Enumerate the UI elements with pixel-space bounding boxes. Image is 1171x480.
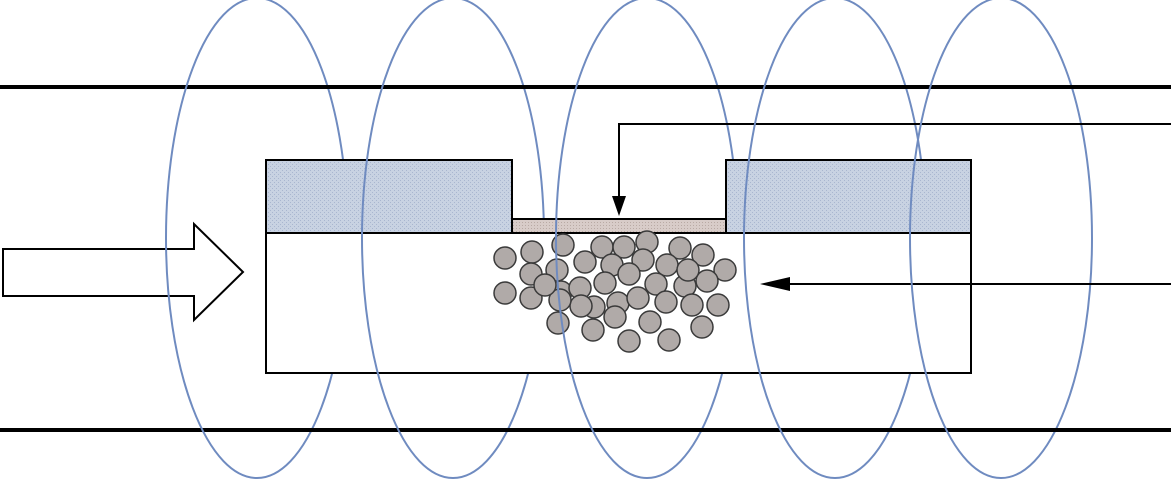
- particle-27: [626, 286, 650, 310]
- particle-24: [695, 269, 719, 293]
- pointer-membrane-arrowhead-icon: [612, 196, 626, 216]
- particle-7: [668, 236, 692, 260]
- coil-loop-back-5: [1000, 0, 1093, 479]
- particle-16: [493, 281, 517, 305]
- film-block-left: [265, 159, 513, 234]
- particle-20: [593, 271, 617, 295]
- flow-arrow-icon: [2, 221, 245, 323]
- coil-loop-front-5: [909, 0, 1002, 479]
- particle-1: [493, 246, 517, 270]
- particle-31: [546, 311, 570, 335]
- coil-loop-front-1: [165, 0, 258, 479]
- pointer-particles: [760, 277, 1171, 291]
- particle-15: [713, 258, 737, 282]
- particle-14: [655, 253, 679, 277]
- coil-loop-front-2: [361, 0, 454, 479]
- coil-loop-front-3: [555, 0, 648, 479]
- particle-41: [676, 258, 700, 282]
- particle-32: [581, 318, 605, 342]
- particle-30: [706, 293, 730, 317]
- particle-8: [691, 243, 715, 267]
- particle-40: [533, 273, 557, 297]
- particle-3: [551, 233, 575, 257]
- coil-front-arcs: [165, 0, 1002, 479]
- particle-2: [520, 240, 544, 264]
- pointer-membrane: [612, 123, 1171, 216]
- particle-37: [617, 329, 641, 353]
- particle-35: [657, 328, 681, 352]
- particle-29: [680, 293, 704, 317]
- particle-33: [603, 305, 627, 329]
- particle-34: [638, 310, 662, 334]
- film-block-right: [725, 159, 972, 234]
- coil-loop-front-4: [743, 0, 836, 479]
- particle-5: [612, 235, 636, 259]
- particle-22: [644, 272, 668, 296]
- pointer-membrane-line: [618, 123, 1171, 198]
- membrane-strip: [511, 218, 727, 234]
- particle-13: [631, 248, 655, 272]
- particle-38: [569, 294, 593, 318]
- particle-36: [690, 315, 714, 339]
- pointer-particles-arrowhead-icon: [760, 277, 790, 291]
- particle-21: [617, 262, 641, 286]
- particle-11: [573, 250, 597, 274]
- particle-28: [654, 290, 678, 314]
- particle-cluster: [493, 230, 737, 353]
